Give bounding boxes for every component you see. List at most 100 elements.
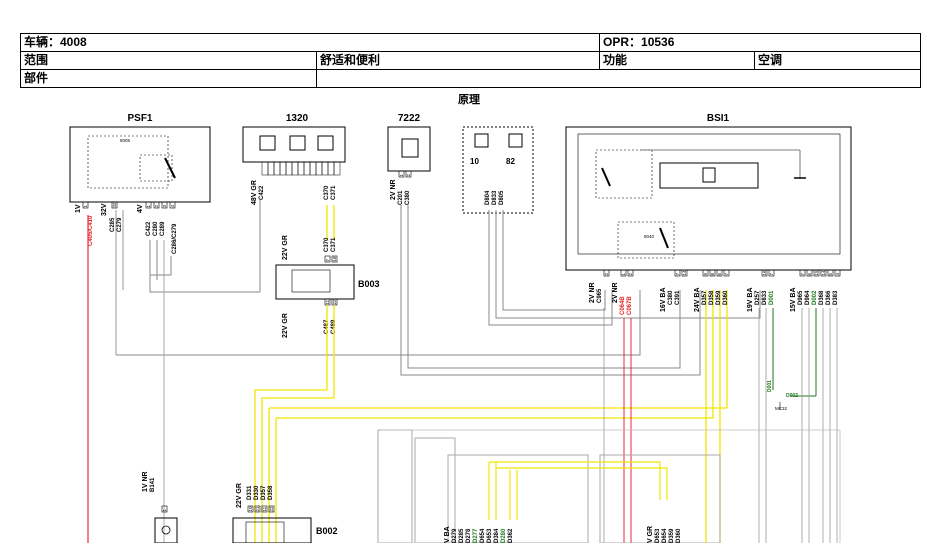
bsi-15v-wire: D366 bbox=[826, 290, 832, 305]
b003-c370: C370 bbox=[324, 237, 330, 252]
bsi-15v-wire: D964 bbox=[805, 290, 811, 305]
mid-wire: D279 bbox=[452, 528, 458, 543]
bsi-pin-14-num: 14 bbox=[682, 270, 687, 276]
b003-bottom-label: 22V GR bbox=[282, 313, 289, 338]
c7222-2v: 2V NR bbox=[390, 179, 397, 200]
b003-pin-11-num: 11 bbox=[325, 299, 330, 304]
b003-box bbox=[275, 264, 355, 300]
bsi-pin-2b bbox=[627, 269, 634, 277]
psf1-1v: 1V bbox=[75, 204, 82, 213]
wire-c285: C285 bbox=[110, 217, 116, 232]
c7222-box bbox=[387, 126, 431, 172]
b003-pin-22-num: 22 bbox=[332, 299, 337, 305]
bsi-15v-pin bbox=[799, 269, 806, 277]
bottom-pin-1 bbox=[161, 505, 168, 513]
bottom-wire: D357 bbox=[261, 485, 267, 500]
bottom-22vgr-pin bbox=[254, 505, 261, 513]
bottom-22vgr-pin bbox=[268, 505, 275, 513]
bsi-15v-pin-num: 15 bbox=[814, 270, 819, 276]
bsi-24v-wire: D357 bbox=[702, 290, 708, 305]
c7222-title: 7222 bbox=[398, 113, 421, 124]
mid-wire: D384 bbox=[494, 528, 500, 543]
part-value bbox=[315, 69, 922, 88]
scope-label: 范围 bbox=[20, 51, 317, 70]
wire-c286: C286/C279 bbox=[172, 223, 178, 254]
c1320-c422: C422 bbox=[259, 185, 265, 200]
right-wire: D653 bbox=[655, 528, 661, 543]
bottom-box-c bbox=[447, 454, 589, 543]
bsi-15v-wire: D002 bbox=[812, 290, 818, 305]
bottom-box-b bbox=[414, 437, 456, 543]
bsi-pin-1 bbox=[620, 269, 627, 277]
bsi-15v-pin-num: 14 bbox=[821, 270, 826, 276]
bsi-15v-pin bbox=[820, 269, 827, 277]
b003-top-label: 22V GR bbox=[282, 235, 289, 260]
bsi-c067b: C067B bbox=[627, 296, 633, 315]
bsi-24v-pin bbox=[716, 269, 723, 277]
wire-yellow-bus bbox=[261, 397, 334, 543]
bsi-pin-1-num: 1 bbox=[621, 273, 626, 276]
bottom-22vgr-pin-num: 10 bbox=[248, 506, 253, 512]
bottom-22vgr-pin-num: 22 bbox=[269, 506, 274, 512]
motor-icon bbox=[161, 525, 171, 535]
bsi-c965: C965 bbox=[597, 288, 603, 303]
bottom-box-a bbox=[377, 429, 413, 543]
mc-d001: D001 bbox=[767, 380, 773, 392]
b002-box bbox=[232, 517, 312, 543]
bsi-16v: 16V BA bbox=[660, 287, 667, 312]
psf1-pin-c bbox=[161, 201, 168, 209]
bsi-pin-7 bbox=[674, 269, 681, 277]
bsi-pin-7b-num: 7 bbox=[769, 273, 774, 276]
dashed-icon-b bbox=[508, 133, 523, 148]
bottom-1vnr: 1V NR bbox=[142, 471, 149, 492]
c1320-terminal bbox=[333, 161, 341, 176]
bottom-motor-box bbox=[154, 517, 178, 543]
bsi-24v-pin bbox=[702, 269, 709, 277]
bsi-d257: D257 bbox=[755, 290, 761, 305]
bsi1-switch-a bbox=[601, 167, 611, 187]
bottom-22vgr: 22V GR bbox=[236, 483, 243, 508]
psf1-title: PSF1 bbox=[127, 113, 152, 124]
bottom-wire: D358 bbox=[268, 485, 274, 500]
mid-wire: D278 bbox=[466, 528, 472, 543]
wire-c286 bbox=[150, 256, 172, 276]
wire-yellow-bus bbox=[254, 389, 327, 543]
mc-d002: D002 bbox=[786, 393, 798, 399]
function-label: 功能 bbox=[599, 51, 756, 70]
psf1-pin-32-num: 32 bbox=[112, 202, 117, 208]
bottom-wire: D330 bbox=[254, 485, 260, 500]
bsi-24v-wire: D360 bbox=[723, 290, 729, 305]
bottom-22vgr-pin bbox=[261, 505, 268, 513]
bsi-19v: 19V BA bbox=[747, 287, 754, 312]
b003-grid bbox=[291, 269, 331, 293]
c1320-terminal bbox=[273, 161, 281, 176]
bottom-b141: B141 bbox=[150, 477, 156, 492]
dashed-right-value: 82 bbox=[506, 157, 515, 166]
bsi-15v-wire: D965 bbox=[798, 290, 804, 305]
right-wire: D360 bbox=[676, 528, 682, 543]
bsi-15v-pin-num: 6 bbox=[807, 273, 812, 276]
bsi1-relay-b bbox=[617, 221, 675, 259]
bsi-15v-pin-num: 4 bbox=[835, 273, 840, 276]
part-label: 部件 bbox=[20, 69, 317, 88]
c1320-terminal bbox=[279, 161, 287, 176]
bsi-pin-16-num: 16 bbox=[762, 270, 767, 276]
psf1-pin-b-num: 2 bbox=[154, 205, 159, 208]
wire-yellow-bus bbox=[269, 290, 728, 409]
wire-c279: C279 bbox=[117, 217, 123, 232]
psf1-relay-label: 8005 bbox=[120, 138, 131, 143]
c1320-title: 1320 bbox=[286, 113, 309, 124]
c7222-pin-2 bbox=[405, 170, 412, 178]
psf1-4v: 4V bbox=[137, 204, 144, 213]
psf1-pin-a-num: 1 bbox=[146, 205, 151, 208]
wire-c380 bbox=[407, 205, 681, 369]
bottom-vgr: V GR bbox=[647, 526, 654, 543]
psf1-relay bbox=[139, 154, 173, 182]
bsi-pin-2a-num: 2 bbox=[604, 273, 609, 276]
c1320-c371: C371 bbox=[331, 185, 337, 200]
bsi-pin-16 bbox=[761, 269, 768, 277]
c1320-terminal bbox=[261, 161, 269, 176]
bsi-c380: C380 bbox=[668, 290, 674, 305]
c1320-terminal bbox=[327, 161, 335, 176]
